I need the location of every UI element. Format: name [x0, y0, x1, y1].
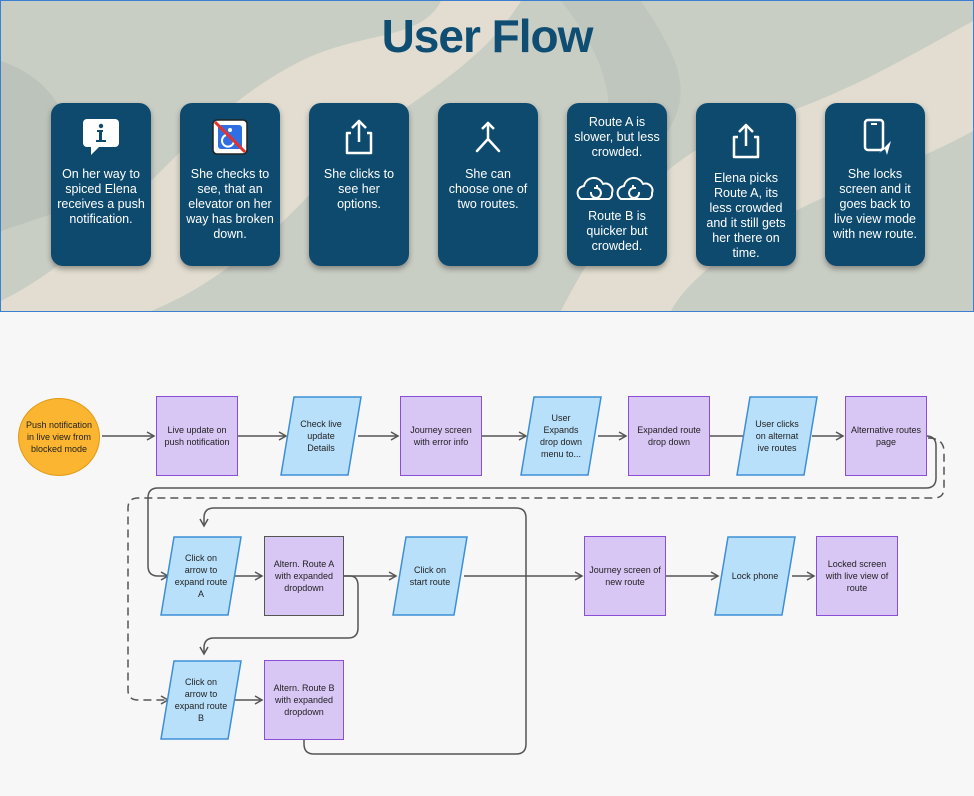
- story-card-notification: On her way to spiced Elena receives a pu…: [51, 103, 151, 266]
- flowchart: Push notification in live view from bloc…: [0, 312, 974, 796]
- cloud-sync-icon: [576, 176, 654, 200]
- card-text: Elena picks Route A, its less crowded an…: [706, 171, 786, 260]
- card-text: She locks screen and it goes back to liv…: [832, 167, 918, 241]
- connector-b2-loop-a1: [199, 507, 527, 755]
- decision-expand-route-b[interactable]: Click on arrow to expand route B: [160, 660, 242, 740]
- process-locked-screen[interactable]: Locked screen with live view of route: [816, 536, 898, 616]
- story-card-pick: Elena picks Route A, its less crowded an…: [696, 103, 796, 266]
- card-text-top: Route A is slower, but less crowded.: [574, 115, 660, 159]
- merge-icon: [475, 121, 501, 153]
- decision-expand-route-a[interactable]: Click on arrow to expand route A: [160, 536, 242, 616]
- card-text: She can choose one of two routes.: [448, 167, 528, 211]
- page-title: User Flow: [381, 10, 594, 62]
- parallelogram-shape: [160, 660, 242, 740]
- accessibility-blocked-icon: [212, 119, 248, 155]
- node-label: User Expands drop down menu to...: [539, 413, 583, 459]
- story-card-lock: She locks screen and it goes back to liv…: [825, 103, 925, 266]
- story-card-routes: Route A is slower, but less crowded. Rou…: [567, 103, 667, 266]
- phone-navigation-icon: [863, 118, 891, 155]
- decision-start-route[interactable]: Click on start route: [392, 536, 468, 616]
- parallelogram-shape: [736, 396, 818, 476]
- node-label: Lock phone: [731, 571, 779, 581]
- decision-lock-phone[interactable]: Lock phone: [714, 536, 796, 616]
- story-card-elevator: She checks to see, that an elevator on h…: [180, 103, 280, 266]
- node-label: Click on start route: [409, 565, 451, 587]
- user-flow-banner: User Flow On her way to spiced Elena rec…: [0, 0, 974, 312]
- process-journey-error[interactable]: Journey screen with error info: [400, 396, 482, 476]
- parallelogram-shape: [714, 536, 796, 616]
- info-icon: [83, 119, 119, 155]
- process-expanded-dropdown[interactable]: Expanded route drop down: [628, 396, 710, 476]
- story-card-choose: She can choose one of two routes.: [438, 103, 538, 266]
- card-text: On her way to spiced Elena receives a pu…: [57, 167, 145, 226]
- connector-n7-b1-dashed: [127, 437, 945, 705]
- flow-connectors: [102, 431, 945, 755]
- node-label: Click on arrow to expand route A: [174, 553, 228, 599]
- connector-n7-a1: [147, 435, 937, 581]
- start-node[interactable]: Push notification in live view from bloc…: [18, 398, 100, 476]
- share-icon: [732, 123, 760, 159]
- parallelogram-shape: [280, 396, 362, 476]
- decision-expand-dropdown[interactable]: User Expands drop down menu to...: [520, 396, 602, 476]
- process-route-b-dropdown[interactable]: Altern. Route B with expanded dropdown: [264, 660, 344, 740]
- node-label: User clicks on alternat ive routes: [755, 419, 799, 453]
- story-card-options: She clicks to see her options.: [309, 103, 409, 266]
- node-label: Check live update Details: [300, 419, 342, 453]
- process-route-a-dropdown[interactable]: Altern. Route A with expanded dropdown: [264, 536, 344, 616]
- parallelogram-shape: [160, 536, 242, 616]
- decision-click-alternative[interactable]: User clicks on alternat ive routes: [736, 396, 818, 476]
- node-label: Click on arrow to expand route B: [174, 677, 228, 723]
- card-text: She checks to see, that an elevator on h…: [186, 167, 274, 241]
- process-journey-new-route[interactable]: Journey screen of new route: [584, 536, 666, 616]
- share-icon: [345, 119, 373, 155]
- parallelogram-shape: [392, 536, 468, 616]
- card-text-bottom: Route B is quicker but crowded.: [586, 209, 648, 253]
- parallelogram-shape: [520, 396, 602, 476]
- connector-a2-b1: [199, 575, 359, 656]
- decision-check-live-update[interactable]: Check live update Details: [280, 396, 362, 476]
- process-alternative-routes[interactable]: Alternative routes page: [845, 396, 927, 476]
- card-text: She clicks to see her options.: [323, 167, 395, 211]
- process-live-update[interactable]: Live update on push notification: [156, 396, 238, 476]
